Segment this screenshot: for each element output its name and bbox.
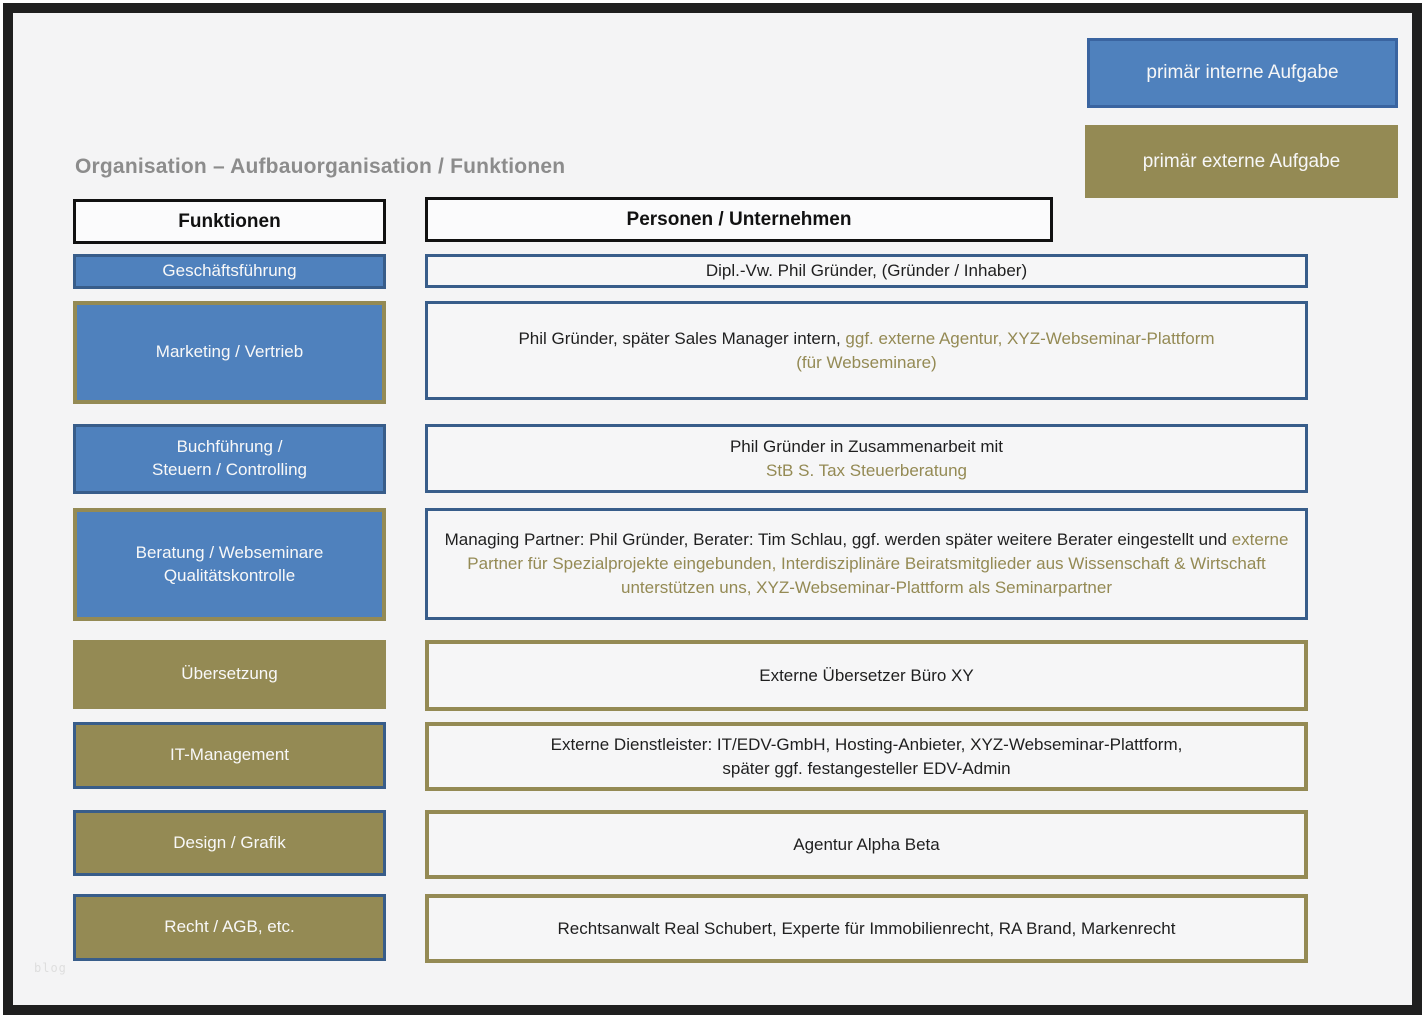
person-text: Externe Übersetzer Büro XY: [439, 664, 1294, 688]
person-box: Externe Dienstleister: IT/EDV-GmbH, Host…: [425, 722, 1308, 791]
person-text-segment: Rechtsanwalt Real Schubert, Experte für …: [557, 918, 1176, 938]
function-box: IT-Management: [73, 722, 386, 789]
function-box: Geschäftsführung: [73, 254, 386, 289]
function-label: Marketing / Vertrieb: [155, 342, 304, 362]
person-box: Rechtsanwalt Real Schubert, Experte für …: [425, 894, 1308, 963]
function-label: Beratung / Webseminare Qualitätskontroll…: [135, 542, 324, 585]
person-box: Externe Übersetzer Büro XY: [425, 640, 1308, 711]
function-label: Recht / AGB, etc.: [164, 917, 295, 937]
person-text-external-segment: (für Webseminare): [796, 352, 937, 372]
function-label: Buchführung / Steuern / Controlling: [152, 437, 307, 479]
legend-external-task: primär externe Aufgabe: [1085, 125, 1398, 198]
function-label: Geschäftsführung: [162, 261, 297, 281]
person-text-external-segment: ggf. externe Agentur, XYZ-Webseminar-Pla…: [845, 328, 1215, 348]
person-box: Phil Gründer, später Sales Manager inter…: [425, 301, 1308, 400]
function-label: IT-Management: [169, 745, 290, 765]
watermark: blog: [34, 961, 67, 975]
person-text: Externe Dienstleister: IT/EDV-GmbH, Host…: [439, 733, 1294, 781]
person-text: Agentur Alpha Beta: [439, 833, 1294, 857]
function-box: Buchführung / Steuern / Controlling: [73, 424, 386, 494]
legend-external-label: primär externe Aufgabe: [1142, 150, 1341, 172]
column-header-persons: Personen / Unternehmen: [425, 197, 1053, 242]
function-box: Recht / AGB, etc.: [73, 894, 386, 961]
person-text-segment: Dipl.-Vw. Phil Gründer, (Gründer / Inhab…: [705, 261, 1028, 281]
function-box: Übersetzung: [73, 640, 386, 709]
legend-internal-label: primär interne Aufgabe: [1146, 62, 1339, 83]
person-text-segment: Agentur Alpha Beta: [793, 834, 940, 854]
person-text-segment: Externe Übersetzer Büro XY: [759, 665, 974, 685]
person-text-segment: Phil Gründer in Zusammenarbeit mit: [729, 436, 1004, 456]
column-header-functions: Funktionen: [73, 199, 386, 244]
functions-header-label: Funktionen: [178, 210, 281, 232]
person-box: Agentur Alpha Beta: [425, 810, 1308, 879]
person-text: Rechtsanwalt Real Schubert, Experte für …: [439, 917, 1294, 941]
persons-header-label: Personen / Unternehmen: [626, 208, 852, 230]
function-label: Übersetzung: [181, 664, 278, 684]
function-label: Design / Grafik: [173, 832, 286, 852]
person-text: Phil Gründer, später Sales Manager inter…: [438, 327, 1295, 375]
person-text: Dipl.-Vw. Phil Gründer, (Gründer / Inhab…: [438, 259, 1295, 283]
page-title: Organisation – Aufbauorganisation / Funk…: [75, 155, 566, 178]
person-text-segment: Externe Dienstleister: IT/EDV-GmbH, Host…: [550, 734, 1183, 754]
person-text-external-segment: StB S. Tax Steuerberatung: [766, 460, 967, 480]
person-text-segment: Phil Gründer, später Sales Manager inter…: [518, 328, 846, 348]
person-text: Managing Partner: Phil Gründer, Berater:…: [438, 528, 1295, 599]
person-box: Dipl.-Vw. Phil Gründer, (Gründer / Inhab…: [425, 254, 1308, 288]
function-box: Design / Grafik: [73, 810, 386, 876]
person-text-segment: Managing Partner: Phil Gründer, Berater:…: [444, 530, 1232, 550]
function-box: Beratung / Webseminare Qualitätskontroll…: [73, 508, 386, 621]
person-box: Managing Partner: Phil Gründer, Berater:…: [425, 508, 1308, 620]
legend-internal-task: primär interne Aufgabe: [1087, 38, 1398, 108]
function-box: Marketing / Vertrieb: [73, 301, 386, 404]
person-text-segment: später ggf. festangesteller EDV-Admin: [722, 758, 1011, 778]
person-text-external-segment: externe Partner für Spezialprojekte eing…: [467, 530, 1289, 597]
